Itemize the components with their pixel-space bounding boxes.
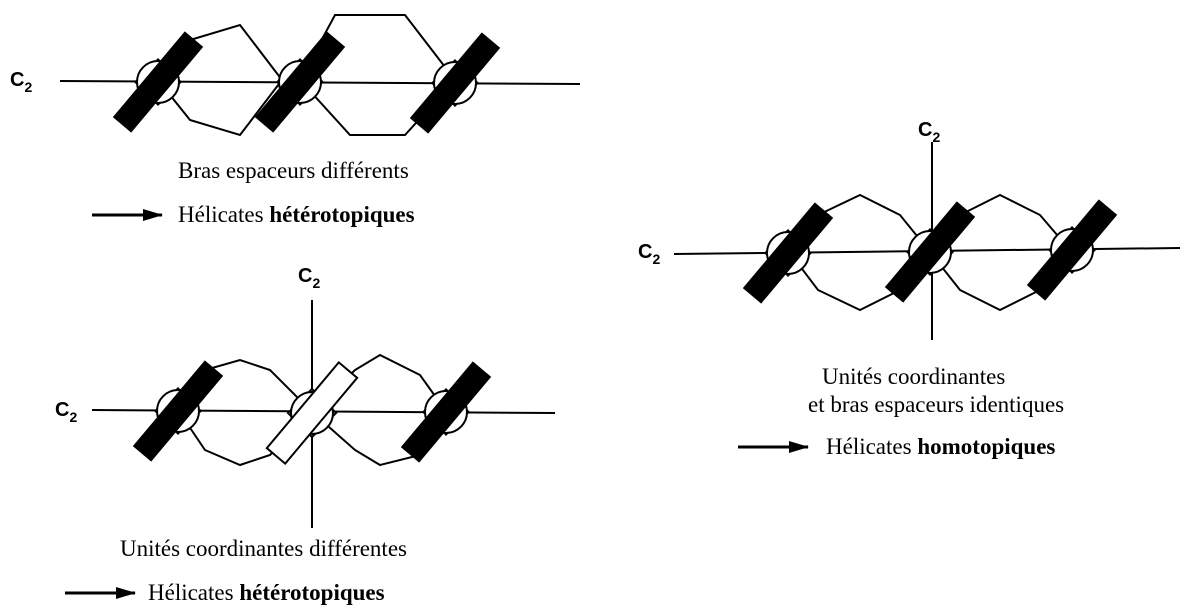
caption-top-left: Bras espaceurs différents <box>178 158 409 183</box>
c2-axis-label: C2 <box>918 119 940 145</box>
svg-text:Hélicates hétérotopiques: Hélicates hétérotopiques <box>178 202 415 227</box>
caption-bottom-left: Unités coordinantes différentes <box>120 536 407 561</box>
c2-axis-label: C2 <box>638 241 660 267</box>
bottom-left-helicate: C2 C2 <box>55 265 556 528</box>
result-emphasis: homotopiques <box>917 434 1055 459</box>
c2-axis-label: C2 <box>298 265 320 291</box>
right-helicate: C2 C2 <box>638 119 1181 340</box>
result-prefix: Hélicates <box>826 434 917 459</box>
svg-text:Hélicates hétérotopiques: Hélicates hétérotopiques <box>148 580 385 605</box>
caption-right-line2: et bras espaceurs identiques <box>808 392 1064 417</box>
result-top-left: Hélicates hétérotopiques <box>92 202 415 227</box>
result-emphasis: hétérotopiques <box>269 202 414 227</box>
svg-text:Hélicates homotopiques: Hélicates homotopiques <box>826 434 1055 459</box>
c2-axis-label: C2 <box>55 399 77 425</box>
c2-axis-label: C2 <box>10 69 32 95</box>
caption-right-line1: Unités coordinantes <box>822 364 1005 389</box>
top-left-helicate: C2 <box>10 14 581 137</box>
result-prefix: Hélicates <box>178 202 269 227</box>
result-bottom-left: Hélicates hétérotopiques <box>65 580 385 605</box>
result-right: Hélicates homotopiques <box>738 434 1055 459</box>
result-prefix: Hélicates <box>148 580 239 605</box>
result-emphasis: hétérotopiques <box>239 580 384 605</box>
